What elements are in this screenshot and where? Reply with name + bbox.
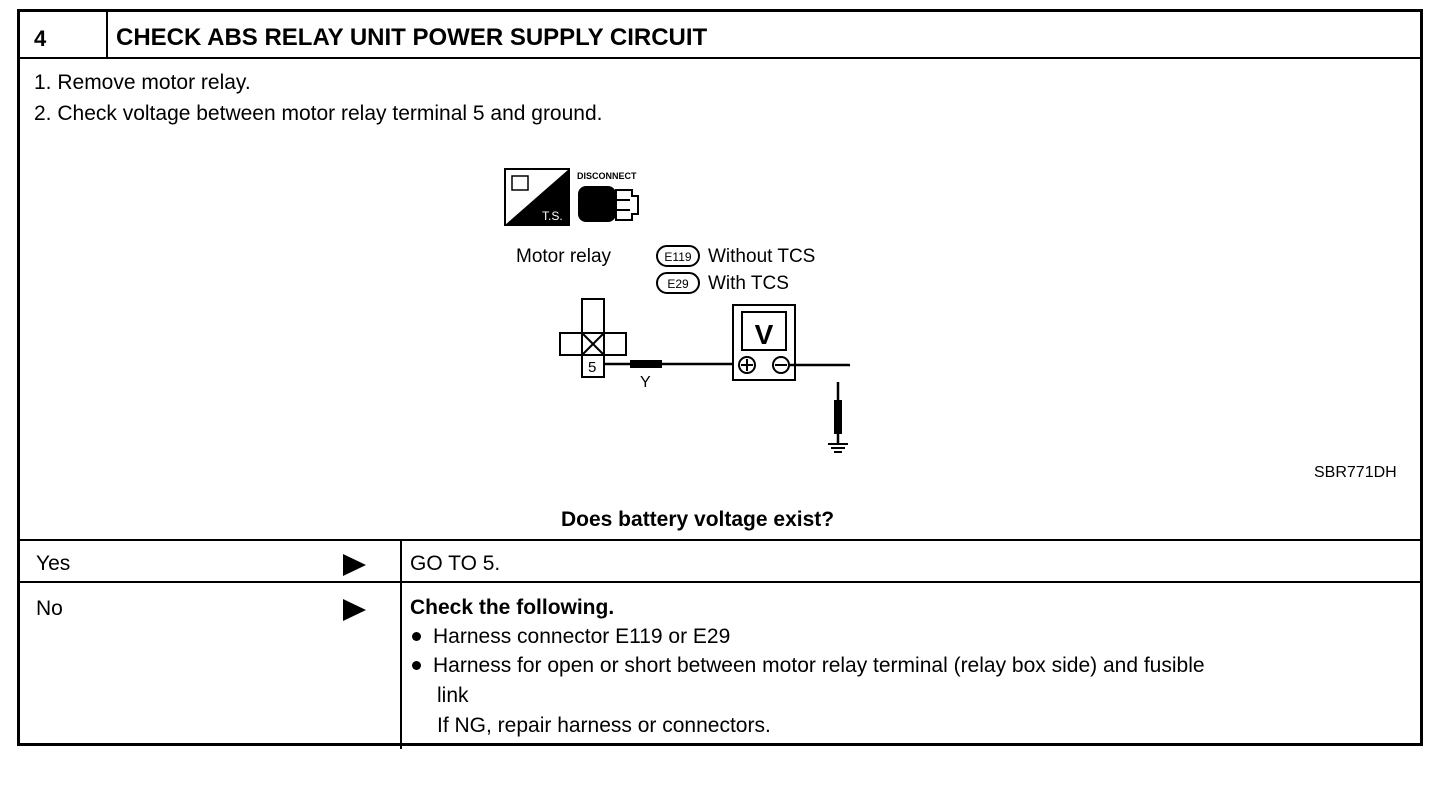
relay-terminal-block: 5 [559, 298, 627, 378]
component-label: Motor relay [516, 246, 612, 267]
svg-text:With TCS: With TCS [708, 273, 789, 294]
step-title: CHECK ABS RELAY UNIT POWER SUPPLY CIRCUI… [116, 24, 708, 51]
list-item: Harness for open or short between motor … [412, 654, 1205, 678]
question-bottom-line [20, 539, 1420, 541]
result-yes-label: Yes [36, 552, 71, 575]
svg-text:E29: E29 [667, 277, 689, 291]
result-divider [400, 539, 402, 749]
wiring-diagram: T.S. DISCONNECT Motor relay E119 Without… [504, 168, 850, 391]
bullet-icon [412, 660, 421, 670]
header-divider [106, 12, 108, 58]
bullet-continuation: link [437, 684, 469, 707]
instruction-2: 2. Check voltage between motor relay ter… [34, 102, 603, 125]
connector-e119: E119 Without TCS [656, 245, 815, 267]
svg-text:5: 5 [588, 359, 596, 376]
arrow-right-icon [343, 554, 366, 576]
procedure-table: 4 CHECK ABS RELAY UNIT POWER SUPPLY CIRC… [17, 9, 1423, 749]
figure-id: SBR771DH [1314, 464, 1397, 481]
result-no-action: Check the following. [410, 596, 615, 619]
step-number: 4 [34, 26, 47, 51]
svg-text:Without TCS: Without TCS [708, 246, 815, 267]
question: Does battery voltage exist? [561, 508, 835, 531]
disconnect-icon: DISCONNECT [577, 171, 639, 222]
result-yes-action: GO TO 5. [410, 552, 501, 575]
header-bottom-line [20, 57, 1420, 59]
connector-e29: E29 With TCS [656, 272, 789, 294]
result-no-label: No [36, 597, 63, 620]
yes-row-bottom-line [20, 581, 1420, 583]
bullet-icon [412, 631, 421, 641]
list-item: Harness connector E119 or E29 [412, 625, 730, 649]
voltmeter-icon: V [732, 304, 796, 381]
arrow-right-icon [343, 599, 366, 621]
ground-probe [828, 382, 848, 453]
repair-note: If NG, repair harness or connectors. [437, 714, 771, 737]
instruction-1: 1. Remove motor relay. [34, 71, 251, 94]
svg-text:V: V [755, 319, 774, 350]
ts-icon: T.S. [504, 168, 570, 226]
svg-text:DISCONNECT: DISCONNECT [577, 171, 637, 181]
svg-text:E119: E119 [664, 250, 691, 264]
ground-lead [789, 363, 850, 367]
probe-tip [630, 360, 662, 368]
svg-text:T.S.: T.S. [542, 209, 563, 223]
wire-color: Y [640, 374, 651, 391]
